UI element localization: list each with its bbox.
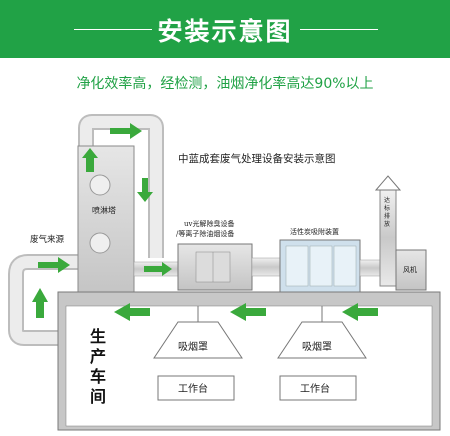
- hood-left-label: 吸烟罩: [178, 340, 208, 353]
- flow-arrow-top-right: [110, 123, 142, 139]
- flow-arrow-workshop-2: [230, 303, 266, 321]
- hood-right-label: 吸烟罩: [302, 340, 332, 353]
- stack-char-3: 排: [384, 212, 390, 220]
- flow-arrow-up: [32, 288, 48, 318]
- spray-tower: [77, 145, 135, 297]
- stack-char-2: 标: [384, 204, 390, 212]
- tower-window-1: [89, 174, 111, 196]
- workshop-char-4: 间: [90, 387, 106, 406]
- flow-arrow-descend: [137, 178, 153, 202]
- flow-arrow-top-left: [82, 148, 98, 172]
- stack-char-4: 放: [384, 220, 390, 228]
- stack-cap: [374, 175, 402, 191]
- bench-right: [279, 375, 357, 401]
- workshop-char-3: 车: [90, 367, 106, 386]
- uv-device-label-2: /等离子除油烟设备: [176, 229, 234, 238]
- uv-device-label-1: uv光解除臭设备: [184, 219, 234, 228]
- workshop-char-2: 产: [90, 347, 106, 366]
- hood-right: [277, 321, 367, 359]
- bench-left: [157, 375, 235, 401]
- fan-link: [359, 259, 381, 277]
- banner-divider-right: [300, 29, 378, 30]
- device-link: [251, 257, 281, 277]
- carbon-device-label: 活性炭吸附装置: [290, 227, 339, 236]
- diagram-title: 中蓝成套废气处理设备安装示意图: [178, 152, 336, 165]
- flow-arrow-inlet: [38, 257, 70, 273]
- fan-label: 风机: [403, 265, 417, 274]
- flow-arrow-workshop-1: [114, 303, 150, 321]
- banner-divider-left: [74, 29, 152, 30]
- fan-unit: [395, 249, 427, 291]
- flow-arrow-pipe: [144, 262, 172, 276]
- bench-left-label: 工作台: [178, 382, 208, 395]
- banner-title: 安装示意图: [157, 17, 293, 46]
- stack-char-1: 达: [384, 196, 390, 204]
- spray-tower-label: 喷淋塔: [92, 205, 116, 215]
- workshop-inner: [65, 305, 433, 427]
- tower-window-2: [89, 232, 111, 254]
- subtitle: 净化效率高，经检测，油烟净化率高达90%以上: [76, 76, 374, 92]
- flow-arrow-workshop-3: [342, 303, 378, 321]
- uv-device: [177, 243, 253, 291]
- title-banner: 安装示意图: [0, 0, 450, 58]
- bench-right-label: 工作台: [300, 382, 330, 395]
- workshop-char-1: 生: [90, 327, 106, 346]
- waste-gas-source-label: 废气来源: [30, 234, 65, 245]
- hood-left: [153, 321, 243, 359]
